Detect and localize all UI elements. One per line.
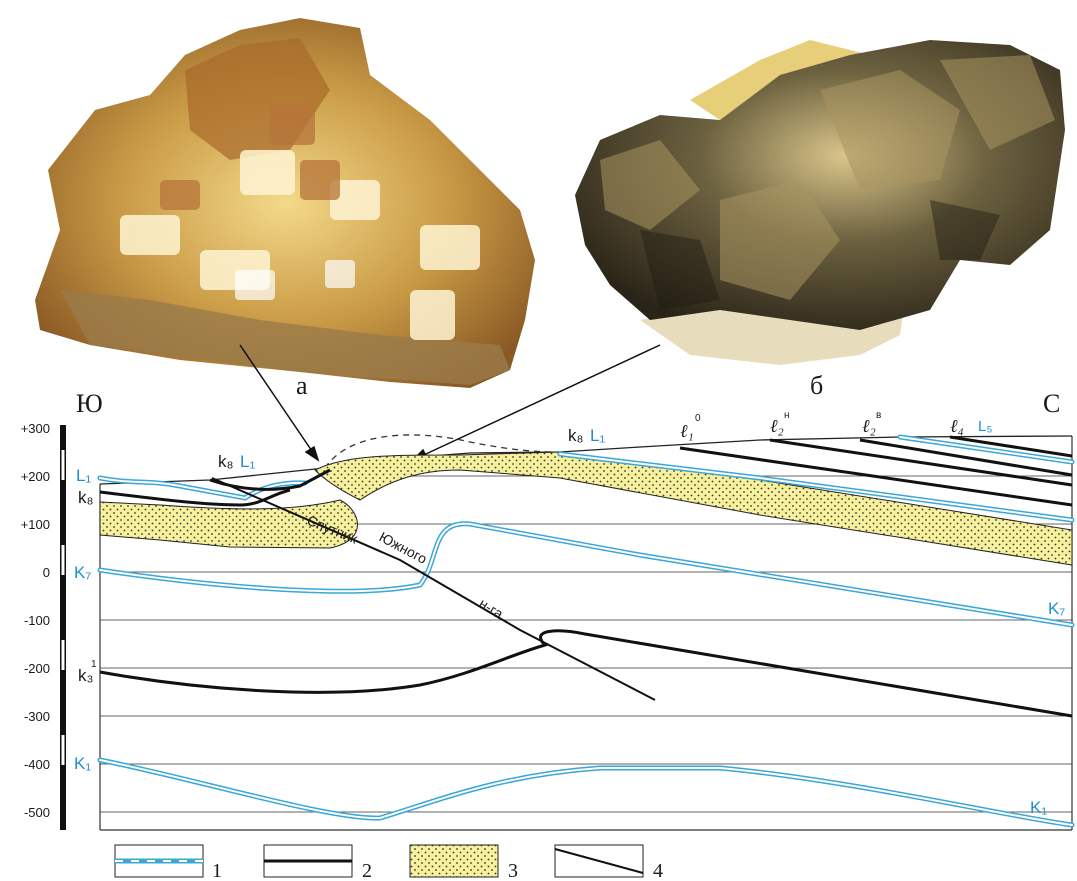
label-l1: ℓ₁ bbox=[680, 421, 694, 441]
legend-label-4: 4 bbox=[653, 860, 663, 881]
depth-tick: +100 bbox=[21, 517, 50, 532]
photo-b-specimen bbox=[575, 40, 1065, 365]
depth-tick: -500 bbox=[24, 805, 50, 820]
north-label: С bbox=[1043, 389, 1060, 418]
label-l2v-sup: в bbox=[876, 410, 881, 421]
label-l2v: ℓ₂ bbox=[862, 416, 876, 436]
label-K7-right: K₇ bbox=[1048, 599, 1065, 618]
coal-seam-k3 bbox=[100, 631, 1072, 716]
arrowhead-a bbox=[306, 447, 318, 460]
label-L5: L₅ bbox=[978, 418, 992, 435]
legend: 1 2 3 4 bbox=[115, 845, 663, 881]
depth-tick: +200 bbox=[21, 469, 50, 484]
legend-item-limestone: 1 bbox=[115, 845, 222, 881]
legend-item-fault: 4 bbox=[555, 845, 663, 881]
legend-label-2: 2 bbox=[362, 860, 372, 881]
limestone-horizons bbox=[100, 437, 1072, 825]
label-L1-top-a: L₁ bbox=[240, 452, 255, 471]
coal-seam-k8-left bbox=[100, 490, 290, 505]
depth-tick: -100 bbox=[24, 613, 50, 628]
legend-item-coal: 2 bbox=[264, 845, 372, 881]
photo-a-specimen bbox=[35, 18, 535, 388]
label-k8-top-b: k₈ bbox=[568, 426, 584, 445]
depth-tick: 0 bbox=[43, 565, 50, 580]
depth-tick: -200 bbox=[24, 661, 50, 676]
legend-item-sandstone: 3 bbox=[410, 845, 518, 881]
label-l1-sup: 0 bbox=[695, 413, 701, 424]
label-K1-right: K₁ bbox=[1030, 798, 1047, 817]
depth-tick: -300 bbox=[24, 709, 50, 724]
label-L1-left: L₁ bbox=[76, 466, 91, 485]
depth-tick: -400 bbox=[24, 757, 50, 772]
depth-scale bbox=[60, 425, 66, 830]
coal-seam-l2n bbox=[770, 440, 1072, 485]
label-K1-left: K₁ bbox=[74, 754, 91, 773]
legend-label-1: 1 bbox=[212, 860, 222, 881]
legend-label-3: 3 bbox=[508, 860, 518, 881]
depth-tick-labels: +300 +200 +100 0 -100 -200 -300 -400 -50… bbox=[21, 421, 50, 820]
label-l2n: ℓ₂ bbox=[770, 416, 784, 436]
label-k8-left: k₈ bbox=[78, 488, 94, 507]
label-k8-top-a: k₈ bbox=[218, 452, 234, 471]
fault-label-line-3: н-га bbox=[476, 595, 506, 622]
label-l2n-sup: н bbox=[784, 410, 790, 421]
south-label: Ю bbox=[76, 389, 103, 418]
label-K7-left: K₇ bbox=[74, 563, 91, 582]
depth-tick: +300 bbox=[21, 421, 50, 436]
photo-b-label: б bbox=[810, 371, 823, 400]
label-l4: ℓ₄ bbox=[950, 416, 964, 436]
label-k3-sup: 1 bbox=[91, 659, 97, 670]
photo-a-label: а bbox=[296, 371, 308, 400]
label-L1-top-b: L₁ bbox=[590, 426, 605, 445]
